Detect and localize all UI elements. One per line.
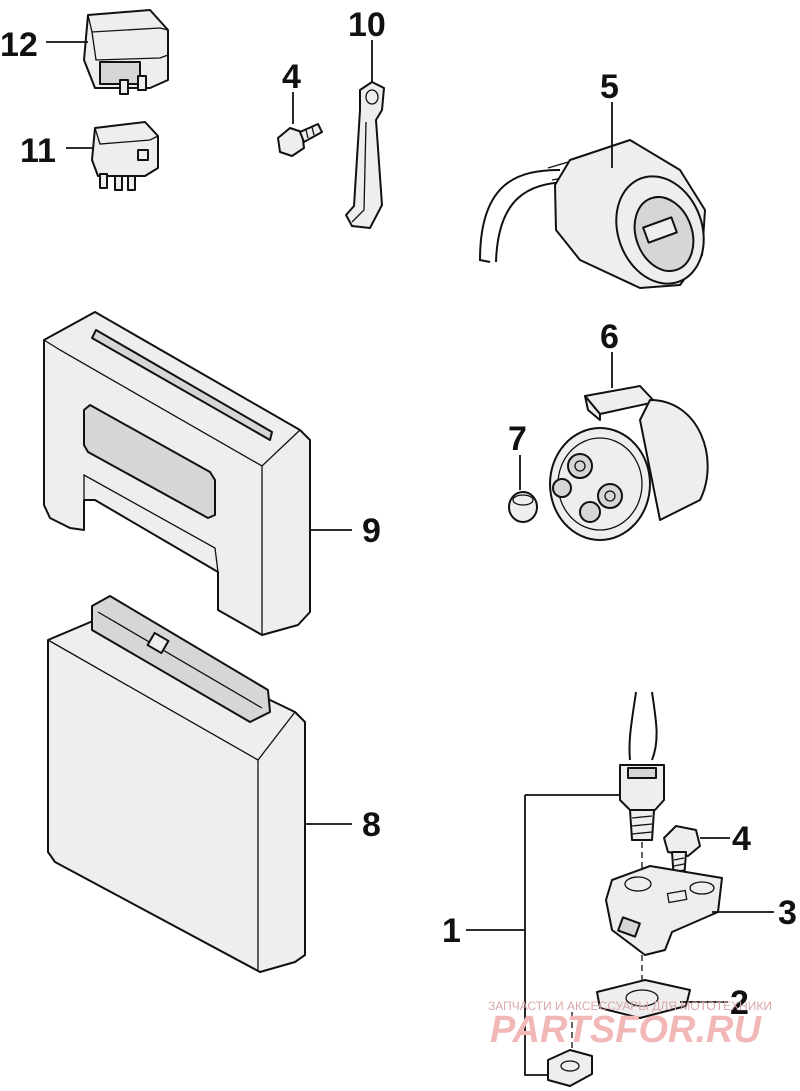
callout-2: 2: [730, 984, 749, 1022]
callout-labels: 12 11 4 10 5 6 7 9 8 4 3 1 2: [0, 6, 797, 1022]
part-3-bracket: [605, 865, 723, 956]
callout-7: 7: [508, 420, 527, 458]
callout-6: 6: [600, 318, 619, 356]
part-2-plate: [571, 955, 691, 1050]
part-10-bracket: [345, 81, 385, 229]
part-6-connector: [549, 385, 709, 541]
part-4-bolt-top: [277, 123, 323, 157]
callout-4-top: 4: [282, 58, 301, 96]
part-5-connector: [478, 139, 706, 289]
callout-10: 10: [348, 6, 386, 44]
callout-3: 3: [778, 894, 797, 932]
part-1-sensor: [619, 691, 665, 880]
callout-12: 12: [0, 26, 38, 64]
watermark-tagline: ЗАПЧАСТИ И АКСЕССУАРЫ ДЛЯ МОТОТЕХНИКИ: [488, 999, 772, 1013]
watermark-site: PARTSFOR.RU: [490, 1009, 762, 1051]
leader-lines: [46, 40, 774, 1076]
part-12-relay: [83, 9, 169, 95]
callout-8: 8: [362, 806, 381, 844]
part-7-cap: [508, 491, 538, 523]
callout-9: 9: [362, 512, 381, 550]
callout-1: 1: [442, 912, 461, 950]
callout-4-bottom: 4: [732, 820, 751, 858]
part-8-control-unit: [47, 595, 306, 973]
callout-5: 5: [600, 68, 619, 106]
part-11-relay: [91, 121, 159, 191]
callout-11: 11: [20, 132, 56, 170]
watermark: ЗАПЧАСТИ И АКСЕССУАРЫ ДЛЯ МОТОТЕХНИКИ PA…: [488, 999, 772, 1051]
part-1-nut: [547, 1049, 593, 1087]
part-9-holder: [43, 311, 311, 636]
